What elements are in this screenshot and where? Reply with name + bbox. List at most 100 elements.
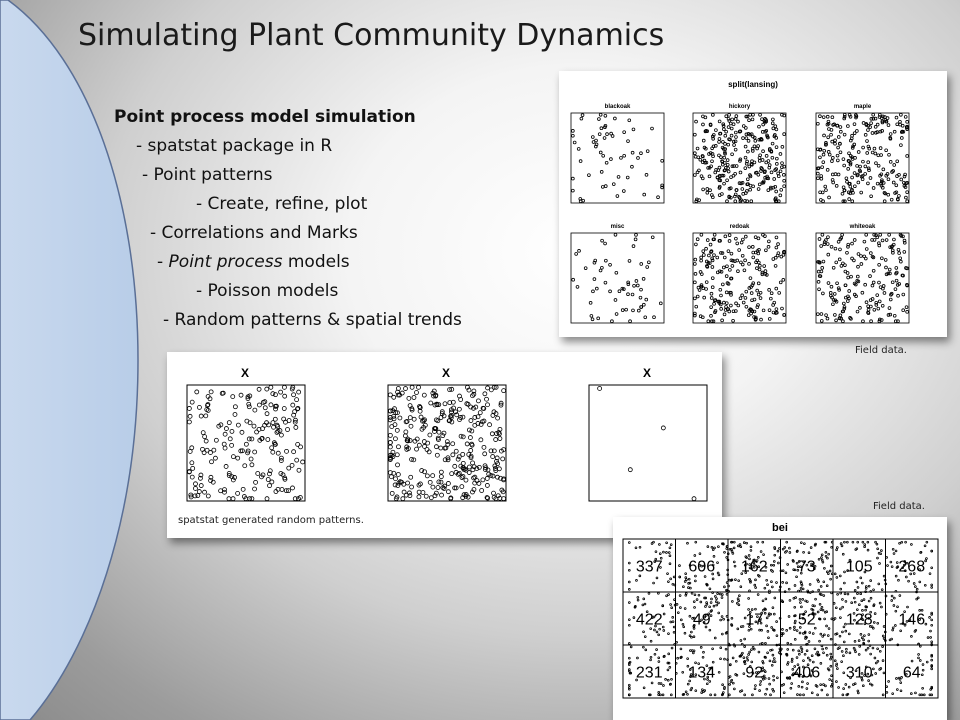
bei-point xyxy=(906,605,909,609)
bei-point xyxy=(668,554,672,558)
bei-point xyxy=(739,654,742,658)
bei-point xyxy=(860,636,864,640)
lansing-redoak-point xyxy=(761,308,766,313)
random-1-point xyxy=(267,471,272,477)
bei-point xyxy=(822,683,825,686)
lansing-whiteoak-point xyxy=(887,267,892,272)
bei-point xyxy=(632,616,636,619)
bei-point xyxy=(662,550,665,554)
bei-point xyxy=(771,585,774,589)
lansing-whiteoak-point xyxy=(846,275,850,280)
bei-point xyxy=(872,621,876,624)
lansing-hickory-point xyxy=(714,128,718,132)
lansing-hickory-point xyxy=(738,157,743,162)
random-1-point xyxy=(247,496,253,502)
lansing-redoak-point xyxy=(728,268,732,272)
bei-point xyxy=(871,646,875,650)
lansing-redoak-point xyxy=(729,290,733,295)
random-1-point xyxy=(203,413,209,419)
bei-point xyxy=(806,682,809,685)
bei-point xyxy=(874,672,878,675)
lansing-whiteoak-point xyxy=(821,259,826,264)
bei-point xyxy=(693,593,697,597)
bei-point xyxy=(690,630,693,634)
bei-point xyxy=(750,615,753,618)
bei-point xyxy=(821,635,825,638)
bei-quadrat-count: 146 xyxy=(898,612,925,629)
lansing-hickory-point xyxy=(695,170,700,175)
lansing-maple-point xyxy=(863,164,868,169)
lansing-misc-point xyxy=(608,289,612,294)
random-2-point xyxy=(433,444,439,450)
bei-point xyxy=(731,656,735,660)
bei-point xyxy=(843,540,846,544)
bei-point xyxy=(898,541,901,545)
random-2-point xyxy=(387,392,393,398)
lansing-hickory-point xyxy=(722,168,727,173)
bei-point xyxy=(878,601,882,605)
bei-point xyxy=(653,560,657,563)
random-1-point xyxy=(252,407,258,413)
lansing-hickory-point xyxy=(760,158,765,162)
lansing-whiteoak-point xyxy=(877,241,881,246)
bei-point xyxy=(661,693,665,697)
bei-point xyxy=(892,552,896,555)
lansing-maple-point xyxy=(878,129,883,134)
lansing-hickory-point xyxy=(744,191,748,195)
lansing-misc-point xyxy=(620,286,625,291)
bei-point xyxy=(764,565,768,569)
lansing-redoak-point xyxy=(756,292,761,297)
random-2-point xyxy=(459,484,465,490)
bei-point xyxy=(819,593,823,596)
random-1-point xyxy=(229,429,235,434)
lansing-misc-point xyxy=(638,295,643,300)
random-2-point xyxy=(471,487,477,492)
lansing-whiteoak-point xyxy=(846,242,851,247)
bullet-pp-prefix: - xyxy=(157,252,169,272)
lansing-whiteoak-point xyxy=(816,280,821,284)
lansing-whiteoak-point xyxy=(875,293,880,297)
bei-point xyxy=(801,680,804,684)
random-1-point xyxy=(273,489,279,494)
bei-point xyxy=(684,572,687,575)
random-2-point xyxy=(416,442,422,448)
bei-point xyxy=(785,653,789,656)
lansing-misc-point xyxy=(639,305,643,309)
random-1-point xyxy=(272,416,278,422)
bei-point xyxy=(627,588,631,591)
bei-point xyxy=(813,567,816,571)
lansing-maple-point xyxy=(841,185,846,190)
bei-point xyxy=(901,566,904,569)
bei-point xyxy=(836,667,839,670)
lansing-hickory-point xyxy=(723,147,727,151)
bei-point xyxy=(824,554,828,558)
lansing-maple-point xyxy=(869,194,873,199)
bei-point xyxy=(928,572,932,575)
lansing-hickory-point xyxy=(705,190,710,195)
bei-point xyxy=(782,691,786,694)
random-1-point xyxy=(230,394,236,400)
random-1-point xyxy=(189,460,195,466)
bei-point xyxy=(930,667,934,671)
lansing-redoak-point xyxy=(715,255,720,260)
random-2-point xyxy=(391,470,397,476)
bei-point xyxy=(859,592,863,596)
lansing-maple-point xyxy=(874,161,878,165)
random-2-point xyxy=(409,407,415,413)
bei-point xyxy=(902,563,906,567)
bei-point xyxy=(863,545,866,548)
bei-point xyxy=(756,615,759,618)
bei-point xyxy=(881,645,884,648)
lansing-blackoak-point xyxy=(626,139,630,143)
random-2-point xyxy=(411,457,417,463)
lansing-hickory-point xyxy=(717,186,722,190)
lansing-hickory-point xyxy=(750,159,754,164)
bei-point xyxy=(747,628,751,632)
lansing-maple-point xyxy=(905,181,909,185)
bei-point xyxy=(828,678,831,681)
random-1-point xyxy=(205,408,211,413)
lansing-maple-point xyxy=(875,122,880,127)
lansing-redoak-point xyxy=(764,248,768,253)
bei-point xyxy=(814,597,817,601)
random-1-point xyxy=(293,417,298,423)
